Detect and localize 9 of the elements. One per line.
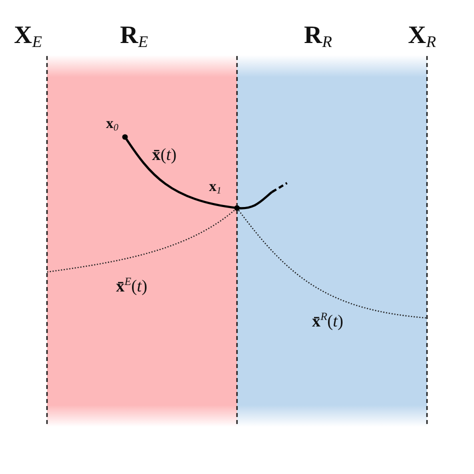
point-label: x$_{0}$ <box>106 116 118 134</box>
curve-label: x̄$^{E}$(t) <box>116 276 148 296</box>
region-title: R$_{E}$ <box>120 22 148 54</box>
curve-label: x̄$^{R}$(t) <box>312 311 344 332</box>
boundary-label: X$_{E}$ <box>14 22 42 52</box>
region-title: R$_{R}$ <box>304 22 332 54</box>
point-label: x$_{1}$ <box>209 179 222 198</box>
boundary-label: X$_{R}$ <box>408 22 436 52</box>
curve-label: x̄(t) <box>152 146 177 165</box>
